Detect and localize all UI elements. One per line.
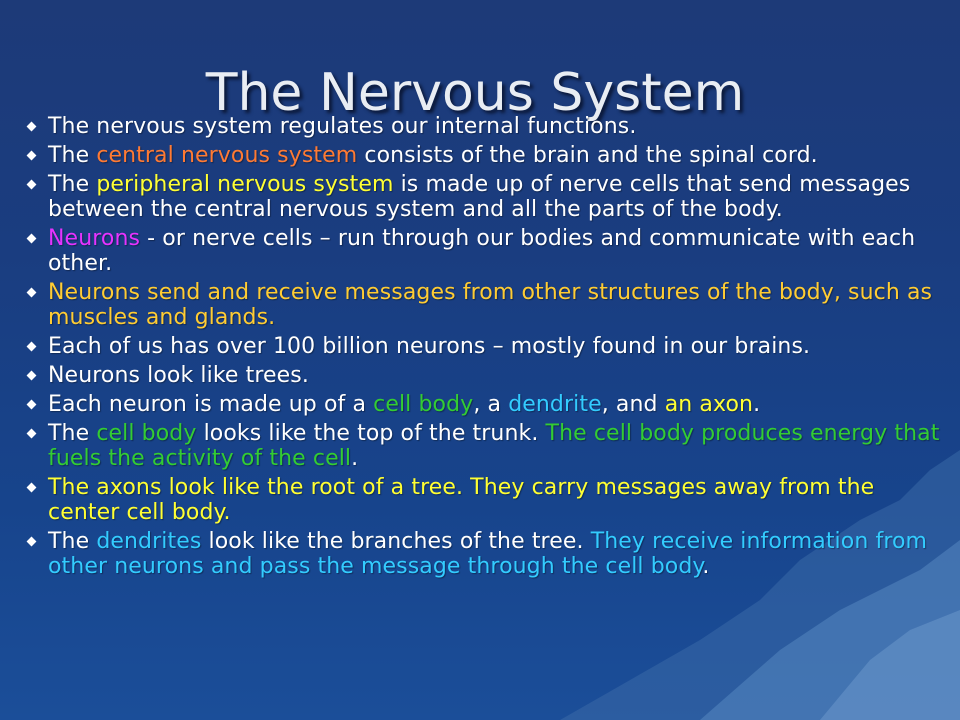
bullet-text: dendrites (96, 529, 202, 554)
bullet-item: The nervous system regulates our interna… (26, 114, 944, 139)
bullet-text: is made up of nerve cells that send mess… (48, 172, 911, 222)
bullet-text: Neurons send and receive messages from o… (48, 280, 933, 330)
bullet-item: Neurons send and receive messages from o… (26, 280, 944, 330)
diamond-bullet-icon (26, 287, 37, 298)
slide-title: The Nervous System (205, 63, 745, 123)
diamond-bullet-icon (26, 179, 37, 190)
diamond-bullet-icon (26, 428, 37, 439)
bullet-text: The nervous system regulates our interna… (48, 114, 637, 139)
bullet-item: Neurons look like trees. (26, 363, 944, 388)
bullet-list: The nervous system regulates our interna… (26, 114, 944, 583)
bullet-text: Neurons (48, 226, 141, 251)
bullet-item: The cell body looks like the top of the … (26, 421, 944, 471)
diamond-bullet-icon (26, 233, 37, 244)
bullet-text: - or nerve cells – run through our bodie… (48, 226, 916, 276)
bullet-text: looks like the top of the trunk. (196, 421, 546, 446)
bullet-text: peripheral nervous system (96, 172, 394, 197)
bullet-text: cell body (373, 392, 474, 417)
bullet-text: The (48, 143, 97, 168)
diamond-bullet-icon (26, 370, 37, 381)
bullet-text: The (48, 529, 97, 554)
bullet-text: The (48, 172, 97, 197)
bullet-text: Neurons look like trees. (48, 363, 309, 388)
bullet-item: Neurons - or nerve cells – run through o… (26, 226, 944, 276)
bullet-item: Each neuron is made up of a cell body, a… (26, 392, 944, 417)
bullet-text: Each neuron is made up of a (48, 392, 374, 417)
bullet-text: The (48, 421, 97, 446)
bullet-text: The cell body produces energy that fuels… (48, 421, 940, 471)
diamond-bullet-icon (26, 399, 37, 410)
bullet-text: . (351, 446, 359, 471)
bullet-item: The central nervous system consists of t… (26, 143, 944, 168)
bullet-text: cell body (96, 421, 197, 446)
diamond-bullet-icon (26, 150, 37, 161)
diamond-bullet-icon (26, 536, 37, 547)
bullet-text: . (753, 392, 761, 417)
bullet-text: The axons look like the root of a tree. … (48, 475, 875, 525)
bullet-text: dendrite (508, 392, 602, 417)
bullet-text: central nervous system (96, 143, 358, 168)
bullet-text: , and (601, 392, 665, 417)
bullet-item: The peripheral nervous system is made up… (26, 172, 944, 222)
bullet-item: Each of us has over 100 billion neurons … (26, 334, 944, 359)
bullet-text: . (702, 554, 710, 579)
diamond-bullet-icon (26, 482, 37, 493)
diamond-bullet-icon (26, 121, 37, 132)
bullet-text: consists of the brain and the spinal cor… (357, 143, 818, 168)
bullet-item: The dendrites look like the branches of … (26, 529, 944, 579)
bullet-text: Each of us has over 100 billion neurons … (48, 334, 811, 359)
diamond-bullet-icon (26, 341, 37, 352)
bullet-text: , a (473, 392, 509, 417)
bullet-item: The axons look like the root of a tree. … (26, 475, 944, 525)
bullet-text: an axon (664, 392, 754, 417)
bullet-text: look like the branches of the tree. (201, 529, 591, 554)
